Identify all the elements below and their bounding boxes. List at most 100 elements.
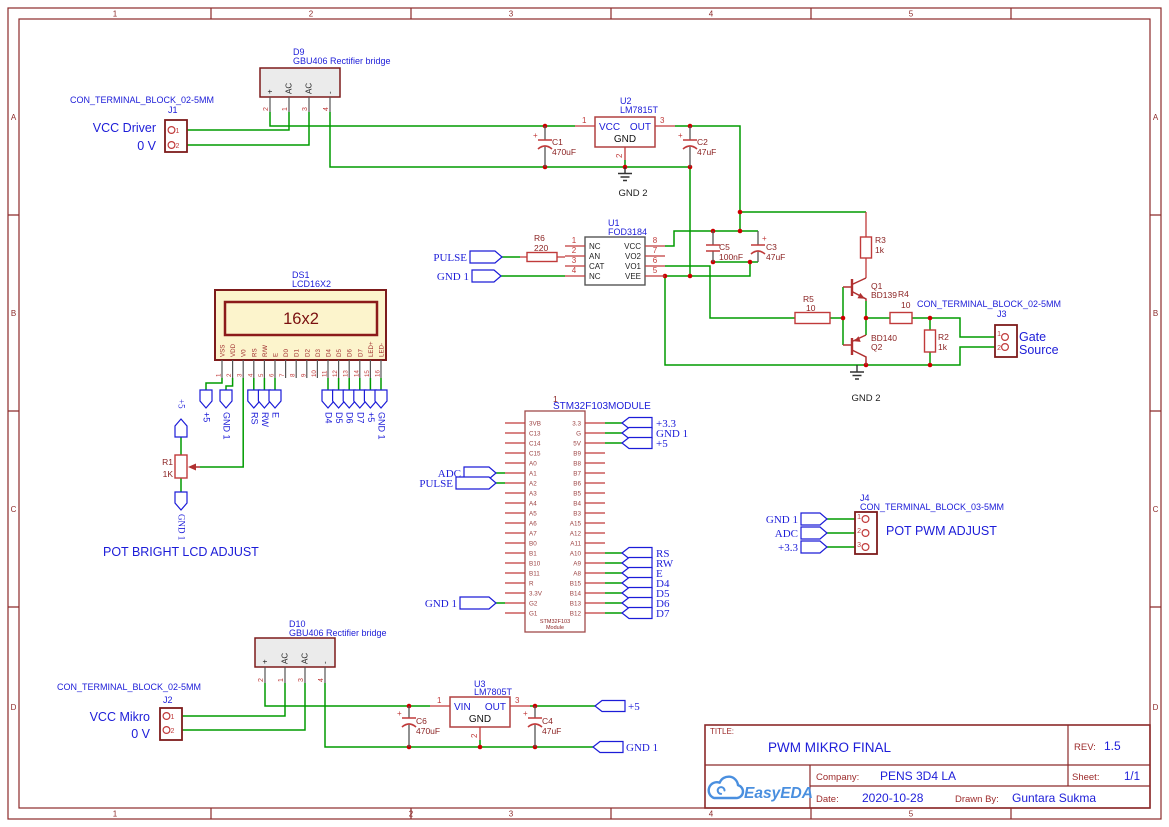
- r5-value: 10: [806, 303, 816, 313]
- p5-label: +5: [656, 438, 668, 450]
- lcd-net-flags[interactable]: +5 GND 1 RS RW E D4 D5 D6 D7 +5 GND 1: [199, 389, 388, 440]
- component-lcd[interactable]: DS1 LCD16X2 16x2 VSS VDD V0 RS R/W E D0 …: [214, 270, 387, 378]
- svg-text:16: 16: [375, 370, 382, 377]
- component-r4[interactable]: R4 10: [889, 289, 913, 325]
- svg-text:3VB: 3VB: [529, 420, 541, 427]
- u1-value: FOD3184: [608, 227, 647, 237]
- u3-pin-name: VIN: [454, 702, 471, 713]
- j4-pin-number: 2: [857, 528, 861, 535]
- d9-value: GBU406 Rectifier bridge: [293, 56, 391, 66]
- c3-value: 47uF: [766, 252, 785, 262]
- svg-text:D1: D1: [294, 349, 301, 357]
- component-d9[interactable]: D9 GBU406 Rectifier bridge + AC AC - 2 1…: [259, 47, 391, 112]
- ruler-row: D: [1153, 703, 1159, 712]
- u2-ref: U2: [620, 96, 632, 106]
- q1-value: BD139: [871, 290, 897, 300]
- u2-pin-name: OUT: [630, 122, 651, 133]
- d10-pin-name: -: [321, 661, 330, 664]
- component-r2[interactable]: R2 1k: [923, 329, 950, 353]
- component-j1[interactable]: CON_TERMINAL_BLOCK_02-5MM J1 1 2 VCC Dri…: [70, 95, 214, 153]
- ruler-col: 2: [409, 810, 414, 819]
- stm32-left-flags[interactable]: ADC PULSE GND 1: [419, 466, 497, 610]
- j3-net-source: Source: [1019, 343, 1059, 357]
- svg-text:10: 10: [311, 370, 318, 377]
- d9-pin-name: -: [326, 91, 335, 94]
- svg-text:12: 12: [332, 370, 339, 377]
- gnd1-label: GND 1: [766, 514, 798, 526]
- svg-text:G2: G2: [529, 600, 538, 607]
- ground-symbol-driver[interactable]: GND 2: [618, 167, 648, 199]
- r5-ref: R5: [803, 294, 814, 304]
- component-r6[interactable]: R6 220: [520, 233, 565, 263]
- svg-text:7: 7: [279, 373, 286, 377]
- svg-text:LED-: LED-: [379, 343, 386, 357]
- component-u1[interactable]: U1 FOD3184 1 2 3 4 8 7 6 5 NC AN CAT NC …: [565, 218, 665, 286]
- j1-net-top: VCC Driver: [93, 121, 156, 135]
- d9-pin-number: 1: [282, 107, 289, 111]
- component-r3[interactable]: R3 1k: [859, 212, 887, 278]
- lcd-pin-names: VSS VDD V0 RS R/W E D0 D1 D2 D3 D4 D5 D6…: [220, 341, 386, 357]
- svg-text:B4: B4: [573, 500, 581, 507]
- j2-pin-number: 1: [171, 714, 175, 721]
- component-j2[interactable]: CON_TERMINAL_BLOCK_02-5MM J2 1 2 VCC Mik…: [57, 682, 201, 741]
- j1-type-label: CON_TERMINAL_BLOCK_02-5MM: [70, 95, 214, 105]
- j4-ref: J4: [860, 493, 870, 503]
- component-c1[interactable]: + C1 470uF: [533, 126, 576, 167]
- component-j4[interactable]: J4 CON_TERMINAL_BLOCK_03-5MM 1 2 3 GND 1…: [766, 493, 1004, 555]
- j3-ref: J3: [997, 309, 1007, 319]
- u3-pin-name: OUT: [485, 702, 506, 713]
- u1-pin-name: VO2: [625, 252, 642, 261]
- q2-ref: Q2: [871, 342, 883, 352]
- svg-text:15: 15: [364, 370, 371, 377]
- component-u2[interactable]: U2 LM7815T 1 3 2 VCC OUT GND: [575, 96, 675, 160]
- component-c3[interactable]: + C3 47uF: [750, 231, 785, 262]
- component-c4[interactable]: + C4 47uF: [523, 706, 561, 747]
- component-j3[interactable]: CON_TERMINAL_BLOCK_02-5MM J3 1 2 Gate So…: [917, 299, 1061, 358]
- easyeda-logo-icon: EasyEDA: [707, 775, 813, 802]
- c1-value: 470uF: [552, 147, 576, 157]
- component-q1[interactable]: Q1 BD139: [843, 277, 897, 301]
- svg-text:B13: B13: [570, 600, 582, 607]
- d9-pin-number: 4: [323, 107, 330, 111]
- date-value: 2020-10-28: [862, 791, 924, 805]
- net-flag-gnd1[interactable]: GND 1: [437, 269, 502, 283]
- company-label: Company:: [816, 772, 859, 783]
- component-d10[interactable]: D10 GBU406 Rectifier bridge + AC AC - 2 …: [254, 619, 387, 683]
- lcd-ref: DS1: [292, 270, 310, 280]
- svg-text:B5: B5: [573, 490, 581, 497]
- q1-ref: Q1: [871, 281, 883, 291]
- svg-text:A7: A7: [529, 530, 537, 537]
- wires[interactable]: [170, 112, 1001, 748]
- component-q2[interactable]: BD140 Q2: [843, 333, 897, 365]
- component-r1[interactable]: +5 R1 1K GND 1: [162, 399, 200, 540]
- r6-ref: R6: [534, 233, 545, 243]
- component-c5[interactable]: C5 100nF: [706, 231, 743, 262]
- p33-label: +3.3: [656, 418, 676, 430]
- j3-net-gate: Gate: [1019, 330, 1046, 344]
- c2-value: 47uF: [697, 147, 716, 157]
- svg-text:A2: A2: [529, 480, 537, 487]
- component-r5[interactable]: R5 10: [794, 294, 831, 325]
- ruler-col: 5: [909, 10, 914, 19]
- component-u3[interactable]: U3 LM7805T 1 3 2 VIN OUT GND: [430, 679, 530, 740]
- u1-pin-number: 1: [572, 236, 577, 245]
- svg-text:D7: D7: [357, 349, 364, 357]
- ruler-row: A: [1153, 113, 1159, 122]
- svg-text:E: E: [273, 353, 280, 357]
- d10-value: GBU406 Rectifier bridge: [289, 628, 387, 638]
- svg-text:GND 1: GND 1: [222, 412, 232, 440]
- p5-label: +5: [628, 701, 640, 713]
- ground-symbol-output[interactable]: GND 2: [850, 365, 881, 404]
- component-c2[interactable]: + C2 47uF: [678, 126, 716, 167]
- net-flag-pulse[interactable]: PULSE: [433, 250, 503, 264]
- stm32-right-flags[interactable]: +3.3 GND 1 +5 RS RW E D4 D5 D6 D7: [621, 416, 688, 621]
- c4-ref: C4: [542, 716, 553, 726]
- d10-pin-name: +: [261, 659, 270, 664]
- r2-value: 1k: [938, 342, 948, 352]
- component-c6[interactable]: + C6 470uF: [397, 706, 440, 747]
- mikro-output-flags[interactable]: +5 GND 1: [592, 699, 658, 755]
- svg-text:B15: B15: [570, 580, 582, 587]
